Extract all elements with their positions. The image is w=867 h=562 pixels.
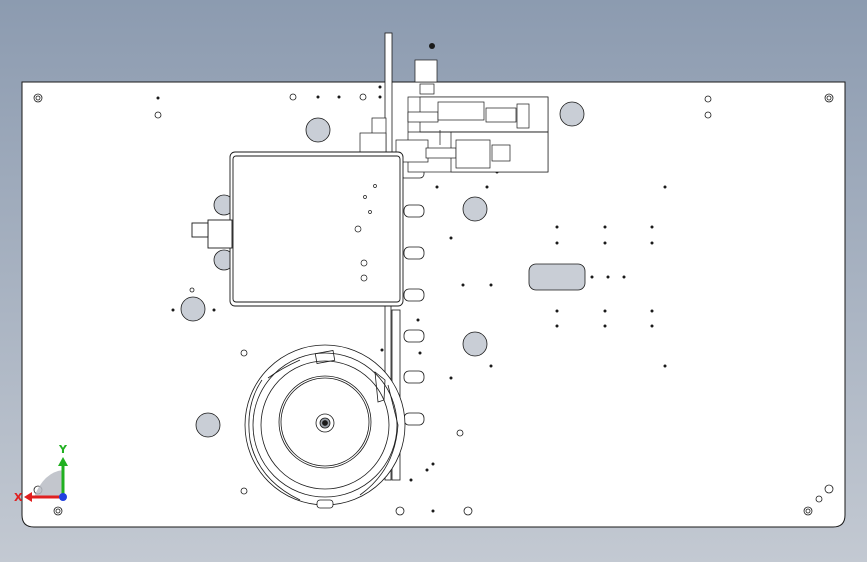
slot-cutout xyxy=(528,263,586,291)
hopper-box xyxy=(191,151,404,307)
triad-y-label: Y xyxy=(58,443,68,456)
triad-y-arrow xyxy=(58,457,68,466)
small-holes xyxy=(156,85,667,513)
top-mechanism xyxy=(359,59,549,173)
triad-shade xyxy=(34,470,63,497)
feeder-track-teeth xyxy=(399,159,425,426)
triad-z-axis xyxy=(59,493,67,501)
marker-dot xyxy=(429,43,435,49)
orientation-triad: Y X xyxy=(14,443,68,504)
base-plate xyxy=(21,81,846,528)
triad-x-label: X xyxy=(14,491,23,504)
corner-holes xyxy=(33,93,834,516)
vibratory-bowl xyxy=(244,344,406,509)
triad-x-arrow xyxy=(24,492,32,502)
hopper-fasteners xyxy=(354,184,377,282)
